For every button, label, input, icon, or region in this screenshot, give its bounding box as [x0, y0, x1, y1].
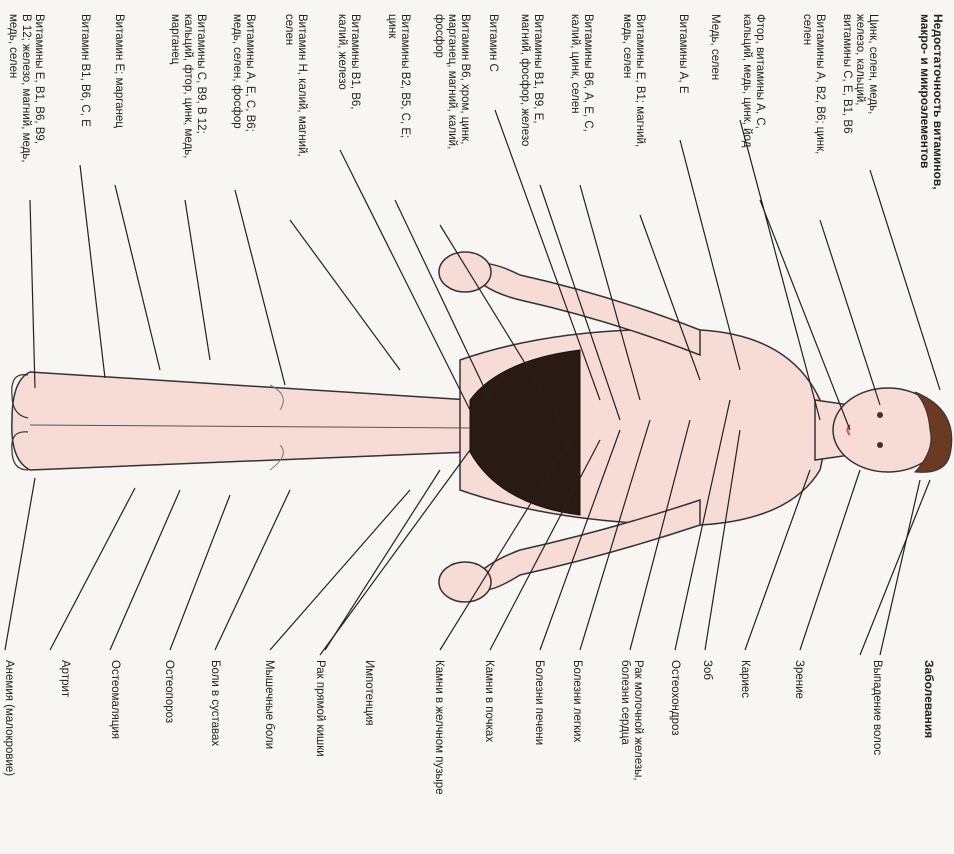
- disease-label-liver: Болезни печени: [532, 660, 545, 745]
- deficiency-label-liver: Витамины В1, В9, Е, магний, фосфор, желе…: [518, 14, 544, 146]
- deficiency-label-joint-pain: Витамины А, Е, С, В6; медь, селен, фосфо…: [230, 14, 256, 132]
- eye-left: [877, 412, 883, 418]
- deficiency-label-rectal-cancer: Витамины В1, В6, калий, железо: [335, 14, 361, 110]
- deficiency-label-gallstones: Витамин В6, хром, цинк, марганец, магний…: [432, 14, 471, 149]
- disease-label-hair-loss: Выпадение волос: [870, 660, 883, 755]
- deficiency-label-kidney-stones: Витамин С: [486, 14, 499, 72]
- disease-label-rectal-cancer: Рак прямой кишки: [313, 660, 326, 757]
- deficiency-label-goiter: Медь, селен: [708, 14, 721, 80]
- deficiency-label-impotence: Витамины В2, В5, С, Е; цинк: [385, 14, 411, 138]
- disease-label-gallstones: Камни в желчном пузыре: [432, 660, 445, 795]
- deficiency-label-anemia: Витамины Е, В1, В6, В9, В 12; железо, ма…: [6, 14, 45, 163]
- deficiency-label-caries: Фтор, витамины А, С, кальций, медь, цинк…: [740, 14, 766, 147]
- deficiency-label-vision: Витамины А, В2, В6; цинк, селен: [800, 14, 826, 154]
- disease-label-osteomalacia: Остеомаляция: [108, 660, 121, 739]
- disease-label-kidney-stones: Камни в почках: [482, 660, 495, 742]
- disease-label-muscle-pain: Мышечные боли: [262, 660, 275, 749]
- disease-label-caries: Кариес: [738, 660, 751, 698]
- disease-label-anemia: Анемия (малокровие): [2, 660, 15, 776]
- deficiency-label-osteochondrosis: Витамины А, Е: [676, 14, 689, 94]
- disease-label-osteoporosis: Остеопороз: [162, 660, 175, 723]
- disease-label-joint-pain: Боли в суставах: [208, 660, 221, 746]
- disease-heading: Заболевания: [922, 660, 935, 738]
- deficiency-label-hair: Цинк, селен, медь, железо, кальций, вита…: [840, 14, 879, 134]
- deficiency-label-arthritis: Витамин В1, В6, С, Е: [78, 14, 91, 127]
- deficiency-label-osteomalacia: Витамин Е; марганец: [112, 14, 125, 128]
- disease-label-breast-heart: Рак молочной железы, болезни сердца: [618, 660, 644, 781]
- deficiency-heading: Недостаточность витаминов, макро- и микр…: [918, 14, 944, 190]
- eye-right: [877, 442, 883, 448]
- deficiency-label-muscle-pain: Витамин Н, калий, магний, селен: [282, 14, 308, 157]
- disease-label-lungs: Болезни легких: [570, 660, 583, 742]
- disease-label-impotence: Импотенция: [362, 660, 375, 726]
- deficiency-label-lungs: Витамины В6, А, Е, С, калий, цинк, селен: [568, 14, 594, 132]
- deficiency-label-breast-heart: Витамины Е, В1; магний, медь, селен: [620, 14, 646, 147]
- disease-label-vision: Зрение: [792, 660, 805, 699]
- disease-label-osteochondrosis: Остеохондроз: [668, 660, 681, 736]
- disease-label-arthritis: Артрит: [58, 660, 71, 697]
- deficiency-label-osteoporosis: Витамины С, В9, В 12; кальций, фтор, цин…: [168, 14, 207, 158]
- disease-label-goiter: Зоб: [700, 660, 713, 680]
